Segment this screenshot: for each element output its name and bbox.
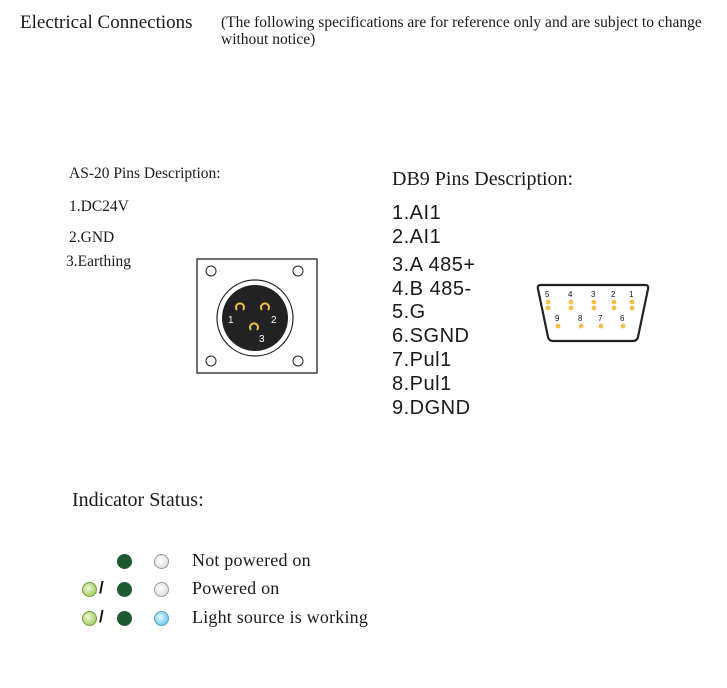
db9-pin-dot-2a — [611, 299, 617, 305]
indicator-state-not-powered: Not powered on — [192, 550, 311, 570]
db9-pin-dot-9 — [555, 323, 561, 329]
db9-pin-9: 9.DGND — [392, 397, 471, 419]
db9-pin-dot-4a — [568, 299, 574, 305]
mount-hole-top-left — [205, 265, 217, 277]
db9-label-1: 1 — [629, 290, 634, 299]
db9-label-4: 4 — [568, 290, 573, 299]
led-light-green-icon — [82, 611, 97, 626]
db9-pin-dot-6 — [620, 323, 626, 329]
slash-separator: / — [99, 607, 104, 626]
db9-pin-dot-5a — [545, 299, 551, 305]
db9-pin-2: 2.AI1 — [392, 226, 442, 248]
db9-label-6: 6 — [620, 314, 625, 323]
led-grey-icon — [154, 554, 169, 569]
db9-pin-8: 8.Pul1 — [392, 373, 452, 395]
db9-shell — [536, 283, 650, 343]
db9-pin-dot-2b — [611, 305, 617, 311]
db9-pin-dot-4b — [568, 305, 574, 311]
led-light-green-icon — [82, 582, 97, 597]
pin-1-contact — [235, 302, 245, 311]
connector-label-3: 3 — [259, 334, 265, 345]
disclaimer-note: (The following specifications are for re… — [221, 14, 726, 48]
section-title: Electrical Connections — [20, 12, 193, 33]
mount-hole-bottom-right — [292, 355, 304, 367]
as20-connector-diagram: 1 2 3 — [196, 258, 318, 374]
db9-label-3: 3 — [591, 290, 596, 299]
pin-3-contact — [249, 322, 259, 331]
db9-pin-3: 3.A 485+ — [392, 254, 476, 276]
connector-label-1: 1 — [228, 315, 234, 326]
as20-title: AS-20 Pins Description: — [69, 165, 221, 182]
db9-title: DB9 Pins Description: — [392, 168, 574, 190]
connector-socket — [222, 285, 288, 351]
pin-2-contact — [260, 302, 270, 311]
led-blue-icon — [154, 611, 169, 626]
led-dark-green-icon — [117, 611, 132, 626]
db9-pin-dot-7 — [598, 323, 604, 329]
db9-pin-6: 6.SGND — [392, 325, 470, 347]
db9-label-2: 2 — [611, 290, 616, 299]
db9-connector-diagram: 5 4 3 2 1 9 8 7 6 — [536, 283, 650, 343]
indicator-title: Indicator Status: — [72, 489, 204, 511]
as20-pin-3: 3.Earthing — [66, 253, 131, 270]
db9-label-5: 5 — [545, 290, 550, 299]
db9-label-9: 9 — [555, 314, 560, 323]
as20-pin-1: 1.DC24V — [69, 198, 129, 215]
db9-label-8: 8 — [578, 314, 583, 323]
db9-pin-7: 7.Pul1 — [392, 349, 452, 371]
db9-pin-1: 1.AI1 — [392, 202, 442, 224]
db9-pin-dot-1b — [629, 305, 635, 311]
db9-pin-dot-1a — [629, 299, 635, 305]
db9-pin-dot-5b — [545, 305, 551, 311]
indicator-state-powered: Powered on — [192, 578, 280, 598]
disclaimer-line-2: without notice) — [221, 31, 316, 48]
db9-label-7: 7 — [598, 314, 603, 323]
db9-pin-dot-8 — [578, 323, 584, 329]
led-dark-green-icon — [117, 582, 132, 597]
as20-pin-2: 2.GND — [69, 229, 115, 246]
connector-label-2: 2 — [271, 315, 277, 326]
slash-separator: / — [99, 578, 104, 597]
db9-pin-5: 5.G — [392, 301, 426, 323]
mount-hole-top-right — [292, 265, 304, 277]
led-dark-green-icon — [117, 554, 132, 569]
db9-pin-dot-3a — [591, 299, 597, 305]
db9-pin-dot-3b — [591, 305, 597, 311]
led-grey-icon — [154, 582, 169, 597]
indicator-state-light-source: Light source is working — [192, 607, 369, 627]
disclaimer-line-1: (The following specifications are for re… — [221, 14, 702, 31]
mount-hole-bottom-left — [205, 355, 217, 367]
db9-pin-4: 4.B 485- — [392, 278, 472, 300]
